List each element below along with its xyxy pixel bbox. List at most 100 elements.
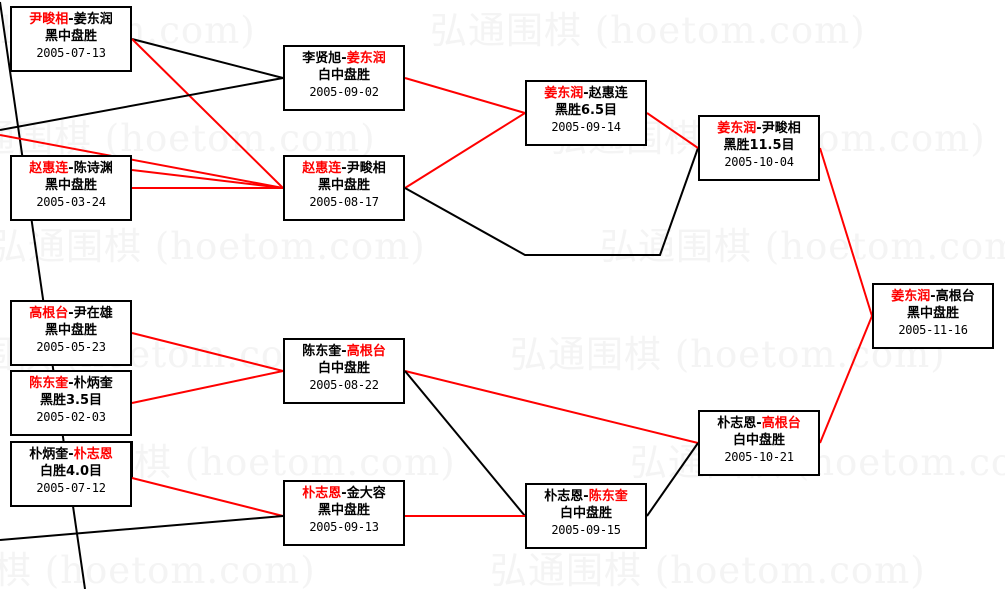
match-players: 朴志恩-高根台	[700, 415, 818, 432]
match-date: 2005-10-04	[724, 155, 794, 169]
match-players: 朴志恩-金大容	[285, 485, 403, 502]
bracket-connector	[404, 370, 699, 444]
match-date: 2005-09-13	[309, 520, 379, 534]
match-node[interactable]: 朴炳奎-朴志恩白胜4.0目 2005-07-12	[10, 441, 132, 507]
match-date: 2005-07-13	[36, 46, 106, 60]
player-loser: 陈诗渊	[73, 161, 113, 176]
watermark-text: 弘通围棋 (hoetom.com)	[430, 9, 866, 52]
player-loser: 朴炳奎	[29, 447, 69, 462]
player-loser: 李贤旭	[302, 51, 342, 66]
player-separator: -	[930, 289, 936, 304]
match-date: 2005-09-14	[551, 120, 621, 134]
match-players: 朴炳奎-朴志恩	[12, 446, 130, 463]
player-loser: 尹在雄	[73, 306, 113, 321]
player-winner: 陈东奎	[588, 489, 628, 504]
match-result: 白中盘胜	[732, 433, 785, 448]
player-loser: 朴志恩	[544, 489, 584, 504]
match-date: 2005-10-21	[724, 450, 794, 464]
match-result: 黑中盘胜	[44, 323, 97, 338]
match-node[interactable]: 高根台-尹在雄黑中盘胜 2005-05-23	[10, 300, 132, 366]
match-players: 姜东润-尹畯相	[700, 120, 818, 137]
bracket-connector	[819, 315, 873, 444]
player-separator: -	[756, 416, 762, 431]
match-players: 赵惠连-陈诗渊	[12, 160, 130, 177]
bracket-connector	[404, 147, 699, 256]
bracket-connector	[131, 38, 284, 79]
match-result: 黑中盘胜	[44, 29, 97, 44]
player-separator: -	[756, 121, 762, 136]
match-date: 2005-07-12	[36, 481, 106, 495]
player-winner: 姜东润	[891, 289, 931, 304]
match-players: 高根台-尹在雄	[12, 305, 130, 322]
bracket-connector	[0, 515, 284, 541]
match-node[interactable]: 姜东润-尹畯相黑胜11.5目 2005-10-04	[698, 115, 820, 181]
watermark-text: 弘通围棋 (hoetom.com)	[600, 225, 1005, 268]
player-loser: 陈东奎	[302, 344, 342, 359]
match-date: 2005-09-02	[309, 85, 379, 99]
bracket-connector	[0, 77, 284, 131]
match-players: 李贤旭-姜东润	[285, 50, 403, 67]
player-separator: -	[341, 161, 347, 176]
match-players: 尹畯相-姜东润	[12, 11, 130, 28]
player-loser: 朴炳奎	[73, 376, 113, 391]
match-players: 陈东奎-高根台	[285, 343, 403, 360]
player-loser: 赵惠连	[588, 86, 628, 101]
player-loser: 尹畯相	[346, 161, 386, 176]
player-winner: 高根台	[346, 344, 386, 359]
player-winner: 高根台	[29, 306, 69, 321]
player-loser: 尹畯相	[761, 121, 801, 136]
player-loser: 姜东润	[73, 12, 113, 27]
player-loser: 金大容	[346, 486, 386, 501]
player-separator: -	[341, 344, 347, 359]
match-date: 2005-08-22	[309, 378, 379, 392]
player-winner: 姜东润	[346, 51, 386, 66]
match-result: 黑胜3.5目	[39, 393, 103, 408]
bracket-connector	[131, 477, 284, 517]
match-node[interactable]: 姜东润-赵惠连黑胜6.5目 2005-09-14	[525, 80, 647, 146]
player-winner: 高根台	[761, 416, 801, 431]
player-separator: -	[341, 51, 347, 66]
bracket-connector	[646, 112, 699, 149]
match-node[interactable]: 尹畯相-姜东润黑中盘胜 2005-07-13	[10, 6, 132, 72]
bracket-connector	[131, 169, 284, 189]
match-date: 2005-02-03	[36, 410, 106, 424]
match-result: 白胜4.0目	[39, 464, 103, 479]
watermark-text: 弘通围棋 (hoetom.com)	[0, 225, 426, 268]
match-date: 2005-09-15	[551, 523, 621, 537]
match-players: 姜东润-赵惠连	[527, 85, 645, 102]
match-result: 黑中盘胜	[906, 306, 959, 321]
match-result: 黑胜6.5目	[554, 103, 618, 118]
bracket-connector	[131, 332, 284, 372]
match-result: 黑胜11.5目	[723, 138, 795, 153]
bracket-connector	[404, 112, 526, 189]
player-winner: 姜东润	[544, 86, 584, 101]
match-node[interactable]: 朴志恩-金大容黑中盘胜 2005-09-13	[283, 480, 405, 546]
bracket-connector	[404, 77, 526, 114]
match-date: 2005-03-24	[36, 195, 106, 209]
player-winner: 陈东奎	[29, 376, 69, 391]
bracket-connector	[131, 370, 284, 404]
match-date: 2005-05-23	[36, 340, 106, 354]
bracket-connector	[646, 442, 699, 517]
match-result: 白中盘胜	[317, 361, 370, 376]
match-result: 白中盘胜	[559, 506, 612, 521]
bracket-connector	[131, 38, 284, 189]
match-date: 2005-08-17	[309, 195, 379, 209]
player-loser: 朴志恩	[717, 416, 757, 431]
match-result: 白中盘胜	[317, 68, 370, 83]
player-separator: -	[341, 486, 347, 501]
match-result: 黑中盘胜	[317, 503, 370, 518]
player-winner: 赵惠连	[302, 161, 342, 176]
player-winner: 尹畯相	[29, 12, 69, 27]
match-players: 姜东润-高根台	[874, 288, 992, 305]
